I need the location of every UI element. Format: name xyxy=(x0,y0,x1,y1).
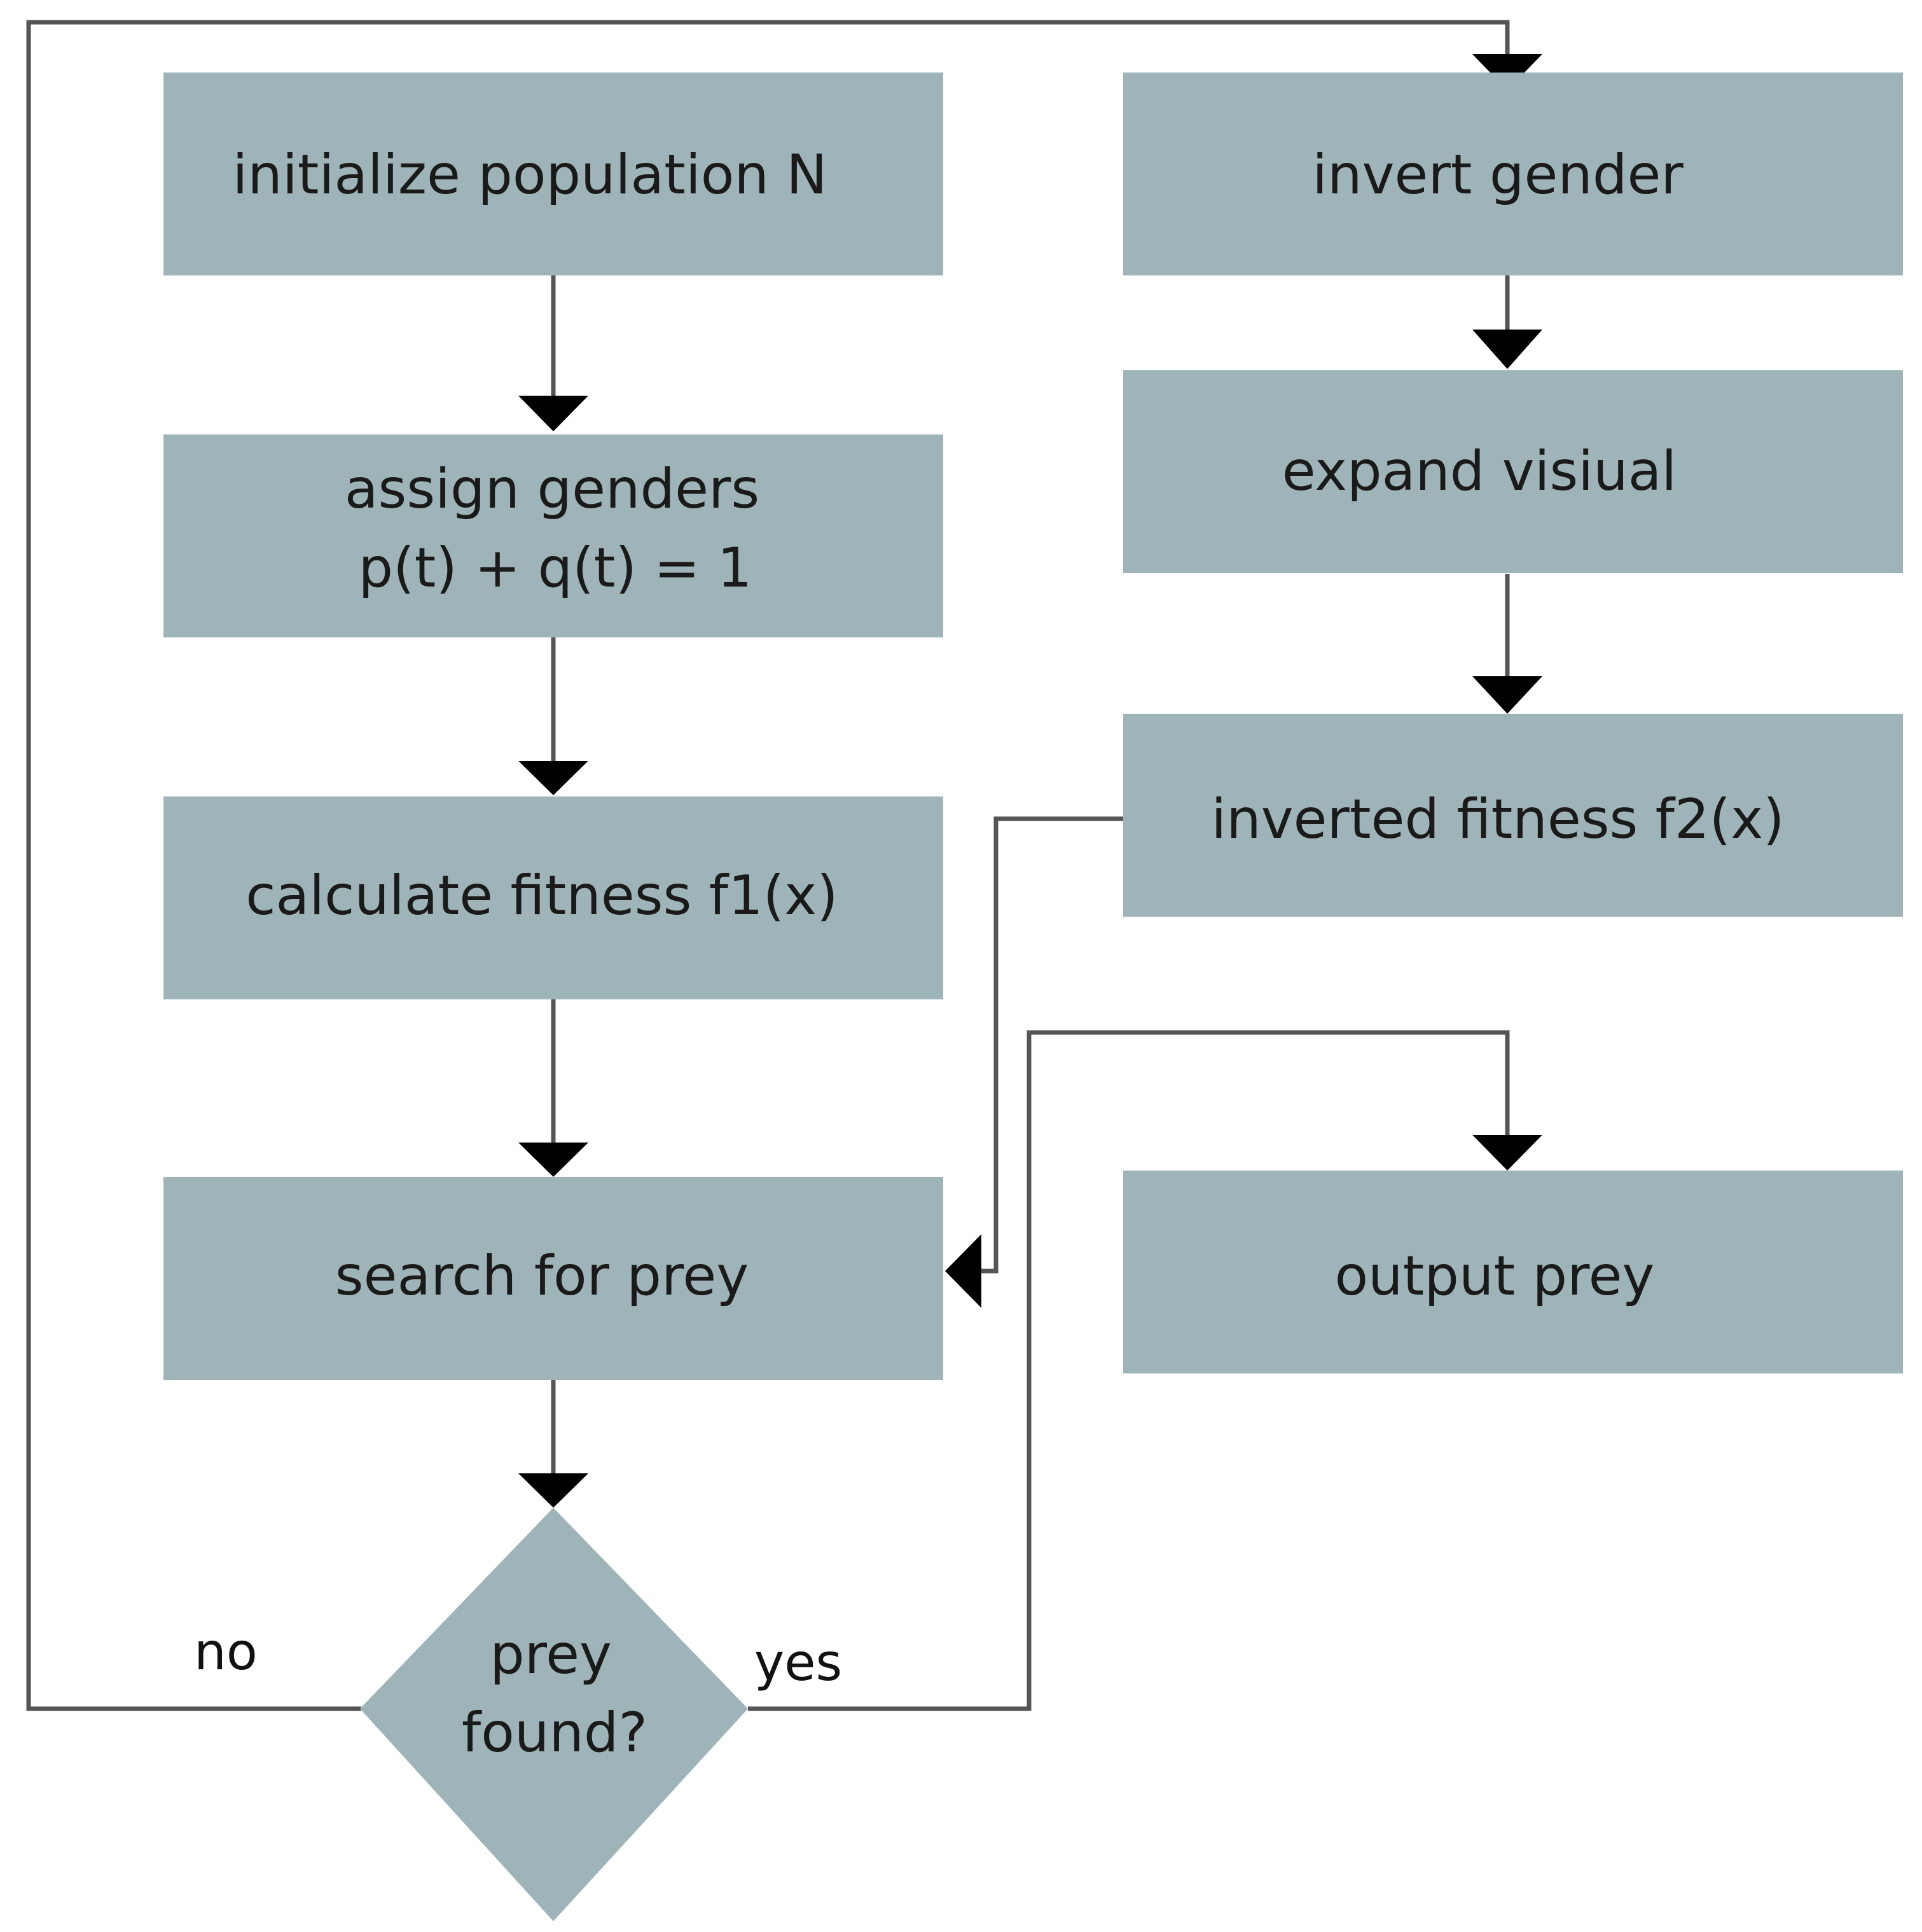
node-initialize-population: initialize population N xyxy=(163,73,943,275)
node-invert-gender: invert gender xyxy=(1123,73,1903,275)
edge-label-no: no xyxy=(194,1622,258,1681)
node-label-line: assign genders xyxy=(345,457,759,521)
edge-inverted-to-search xyxy=(981,816,1123,1274)
node-label-line: p(t) + q(t) = 1 xyxy=(358,536,752,600)
node-box xyxy=(1123,714,1903,917)
arrowhead-inverted xyxy=(1472,676,1542,714)
node-inverted-fitness: inverted fitness f2(x) xyxy=(1123,714,1903,917)
node-box xyxy=(163,434,943,637)
edge-label-yes: yes xyxy=(754,1633,842,1692)
node-label-line: calculate fitness f1(x) xyxy=(245,864,838,928)
node-box xyxy=(163,796,943,999)
node-label-line: prey xyxy=(490,1623,612,1686)
node-output-prey: output prey xyxy=(1123,1171,1903,1373)
node-label-line: inverted fitness f2(x) xyxy=(1211,788,1784,851)
arrowhead-search-left xyxy=(945,1234,981,1308)
node-box xyxy=(163,73,943,275)
edge-yes-to-output xyxy=(748,1030,1510,1711)
arrowhead-output xyxy=(1472,1135,1542,1171)
connectors xyxy=(26,20,1542,1711)
node-box xyxy=(1123,73,1903,275)
node-calculate-fitness: calculate fitness f1(x) xyxy=(163,796,943,999)
arrowhead-search xyxy=(518,1143,588,1177)
node-search-for-prey: search for prey xyxy=(163,1177,943,1380)
node-box xyxy=(1123,370,1903,573)
arrowhead-assign xyxy=(518,396,588,431)
node-assign-genders: assign genders p(t) + q(t) = 1 xyxy=(163,434,943,637)
arrowhead-invert xyxy=(1472,54,1542,90)
node-label-line: found? xyxy=(462,1701,647,1765)
node-box xyxy=(1123,1171,1903,1373)
arrowhead-decision xyxy=(518,1473,588,1508)
node-label-line: invert gender xyxy=(1312,143,1683,207)
node-expand-visual: expand visiual xyxy=(1123,370,1903,573)
node-label-line: initialize population N xyxy=(232,143,827,207)
node-box xyxy=(163,1177,943,1380)
node-label-line: expand visiual xyxy=(1282,440,1677,503)
node-prey-found-decision: prey found? xyxy=(360,1508,748,1921)
arrowhead-expand xyxy=(1472,330,1542,369)
arrowhead-calculate xyxy=(518,761,588,795)
node-label-line: search for prey xyxy=(335,1244,749,1308)
node-label-line: output prey xyxy=(1335,1244,1655,1308)
edge-no-loop xyxy=(26,20,1510,1711)
decision-diamond xyxy=(360,1508,748,1921)
